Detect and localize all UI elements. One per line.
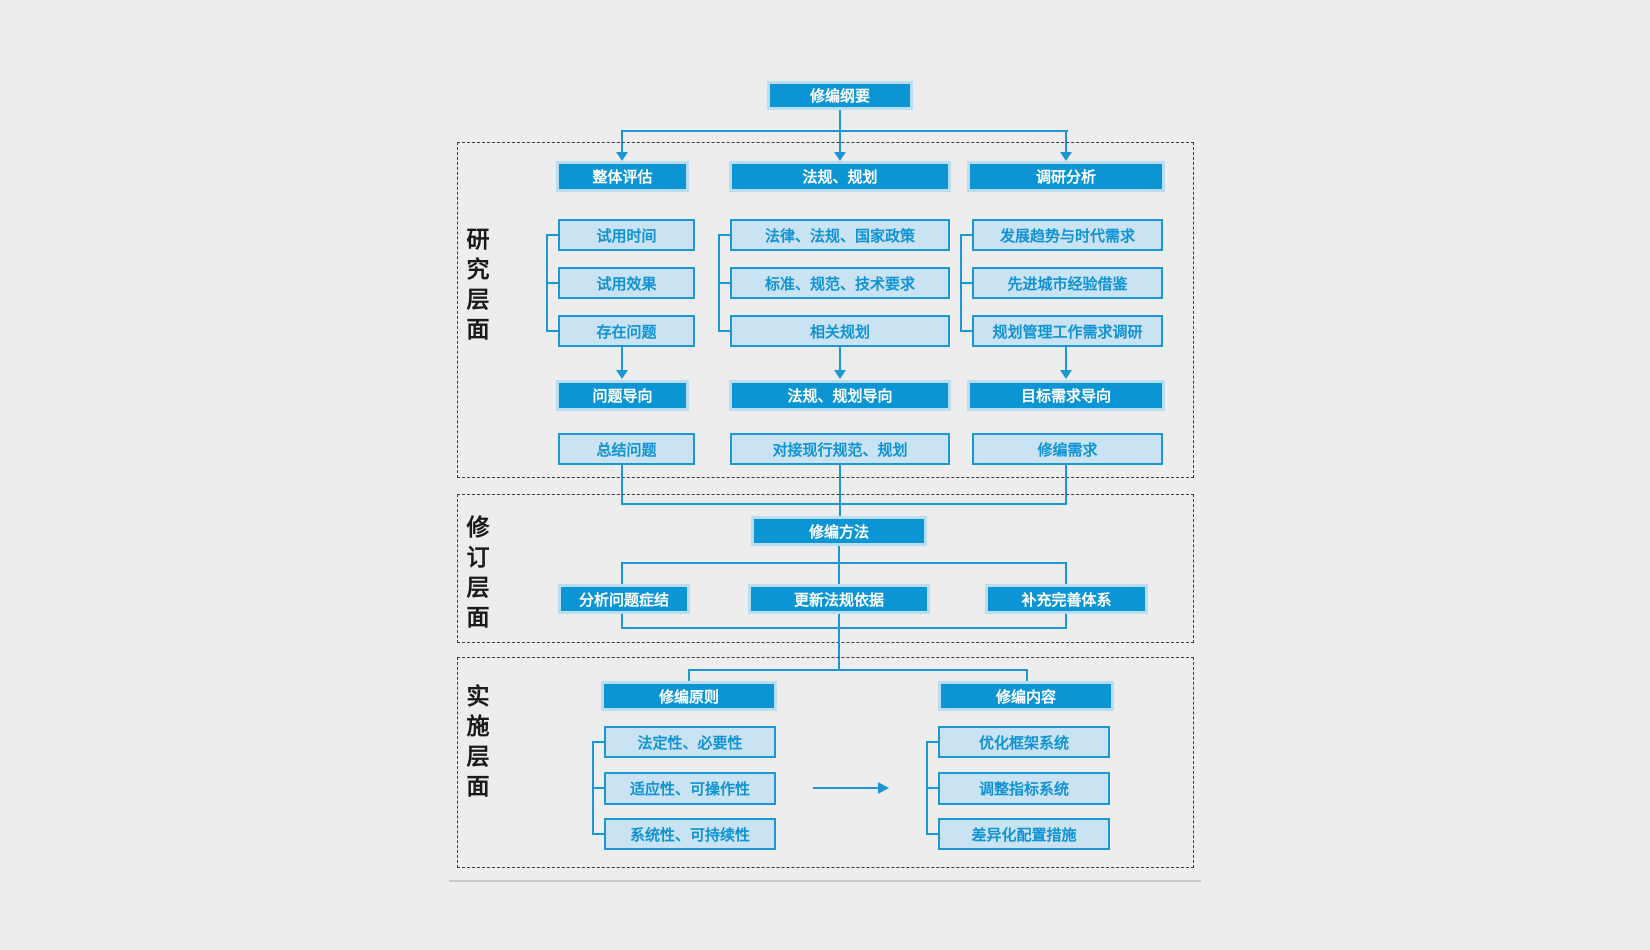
bracket [592, 833, 604, 835]
bracket [960, 330, 972, 332]
box-update-legal-basis: 更新法规依据 [748, 584, 930, 614]
connector [688, 669, 690, 685]
bracket [718, 234, 730, 236]
root-box: 修编纲要 [767, 81, 913, 110]
box-revision-demand: 修编需求 [972, 433, 1163, 465]
box-laws-plans-oriented: 法规、规划导向 [729, 380, 951, 411]
connector [1065, 465, 1067, 505]
bracket [592, 787, 604, 789]
connector [621, 347, 623, 371]
box-development-trends: 发展趋势与时代需求 [972, 219, 1163, 251]
header-overall-evaluation: 整体评估 [556, 161, 689, 192]
connector [1026, 669, 1028, 685]
arrow-down-icon [616, 370, 628, 379]
box-analyze-problem-crux: 分析问题症结 [558, 584, 690, 614]
header-research-analysis: 调研分析 [967, 161, 1165, 192]
connector [688, 669, 1028, 671]
box-legality-necessity: 法定性、必要性 [604, 726, 776, 758]
bracket [718, 282, 730, 284]
section-revision-label: 修订层面 [462, 515, 488, 635]
header-laws-plans: 法规、规划 [729, 161, 951, 192]
arrow-right-icon [878, 782, 889, 794]
connector [621, 627, 1067, 629]
bracket [546, 330, 558, 332]
section-revision-frame [457, 494, 1194, 643]
connector [1065, 562, 1067, 585]
bracket [592, 741, 604, 743]
connector [621, 465, 623, 505]
connector [839, 465, 841, 518]
header-revision-principles: 修编原则 [601, 681, 777, 711]
box-adaptability-operability: 适应性、可操作性 [604, 772, 776, 805]
box-existing-problems: 存在问题 [558, 315, 695, 347]
connector [621, 130, 1068, 132]
bracket [960, 282, 972, 284]
connector [621, 503, 1067, 505]
box-align-current-standards: 对接现行规范、规划 [730, 433, 950, 465]
box-systematic-sustainable: 系统性、可持续性 [604, 818, 776, 850]
section-research-label: 研究层面 [462, 227, 488, 347]
section-implementation-label: 实施层面 [462, 684, 488, 804]
box-city-experience: 先进城市经验借鉴 [972, 267, 1163, 299]
bracket [926, 741, 938, 743]
box-standards-requirements: 标准、规范、技术要求 [730, 267, 950, 299]
arrow-down-icon [834, 152, 846, 161]
connector [813, 787, 879, 789]
connector [1065, 347, 1067, 371]
arrow-down-icon [834, 370, 846, 379]
bracket [926, 833, 938, 835]
box-optimize-framework: 优化框架系统 [938, 726, 1110, 758]
bracket [926, 787, 938, 789]
box-trial-time: 试用时间 [558, 219, 695, 251]
section-implementation-frame [457, 657, 1194, 868]
arrow-down-icon [1060, 152, 1072, 161]
box-related-plans: 相关规划 [730, 315, 950, 347]
box-trial-effect: 试用效果 [558, 267, 695, 299]
arrow-down-icon [616, 152, 628, 161]
box-differentiated-measures: 差异化配置措施 [938, 818, 1110, 850]
box-improve-system: 补充完善体系 [985, 584, 1148, 614]
connector [838, 614, 840, 671]
connector [838, 546, 840, 564]
bracket [718, 330, 730, 332]
box-revision-method: 修编方法 [751, 516, 927, 546]
connector [839, 347, 841, 371]
connector [621, 562, 623, 585]
connector [621, 614, 623, 629]
divider [449, 880, 1201, 882]
box-adjust-indicators: 调整指标系统 [938, 772, 1110, 805]
bracket [960, 234, 972, 236]
box-laws-policies: 法律、法规、国家政策 [730, 219, 950, 251]
section-research-frame [457, 142, 1194, 478]
box-summarize-problems: 总结问题 [558, 433, 695, 465]
connector [838, 562, 840, 585]
box-management-needs-survey: 规划管理工作需求调研 [972, 315, 1163, 347]
box-goal-demand-oriented: 目标需求导向 [967, 380, 1165, 411]
arrow-down-icon [1060, 370, 1072, 379]
connector [621, 562, 1067, 564]
connector [1065, 614, 1067, 629]
connector [839, 110, 841, 132]
bracket [546, 282, 558, 284]
bracket [546, 234, 558, 236]
header-revision-content: 修编内容 [938, 681, 1114, 711]
box-problem-oriented: 问题导向 [556, 380, 689, 411]
